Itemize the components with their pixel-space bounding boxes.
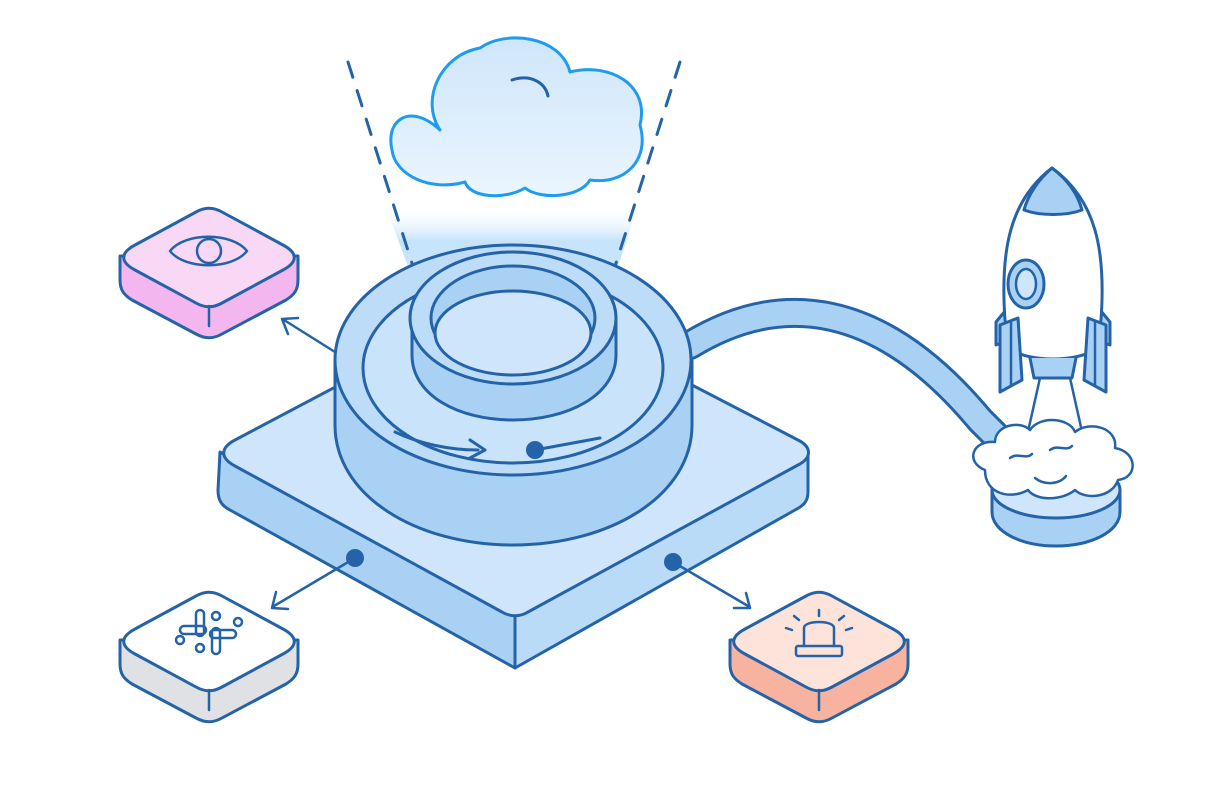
eye-icon <box>168 235 249 267</box>
connector-eye <box>280 316 337 354</box>
slack-tile[interactable] <box>118 590 300 724</box>
alert-tile[interactable] <box>728 590 910 724</box>
slack-icon <box>174 608 244 656</box>
rocket-icon <box>994 166 1112 394</box>
connection-pipe <box>675 298 1020 460</box>
track-node <box>526 441 544 459</box>
rocket-launch-pad <box>972 376 1134 548</box>
connector-alert <box>664 553 752 610</box>
eye-tile[interactable] <box>118 206 300 340</box>
hub-ring-platform <box>333 243 694 547</box>
alert-siren-icon <box>784 608 854 658</box>
cloud-icon <box>389 36 644 198</box>
connector-slack <box>270 549 364 611</box>
